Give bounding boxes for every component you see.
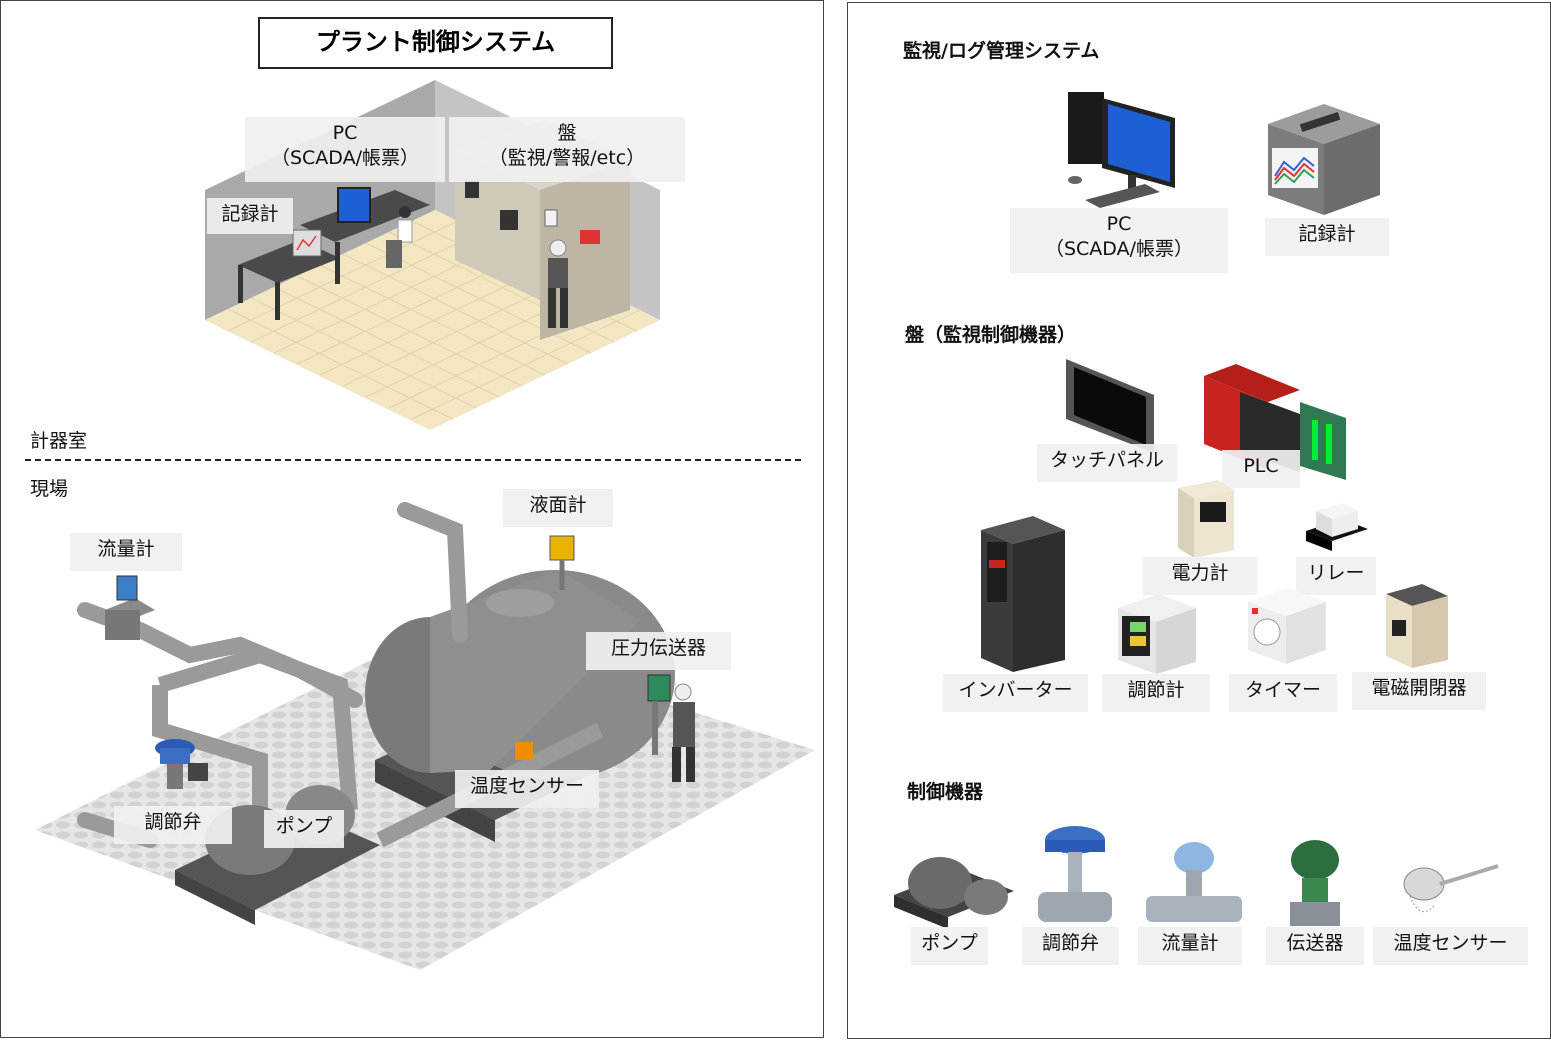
- control-section-heading: 制御機器: [907, 781, 984, 803]
- field-pump-label: ポンプ: [264, 810, 344, 848]
- panel-label-line2: （監視/警報/etc）: [488, 147, 646, 169]
- chart-recorder-icon: [1268, 104, 1380, 215]
- field-pressure-tx-label: 圧力伝送器: [586, 632, 731, 670]
- catalog-valve-label: 調節弁: [1022, 927, 1119, 965]
- control-room-recorder-label: 記録計: [207, 198, 293, 234]
- catalog-plc-label: PLC: [1222, 450, 1300, 488]
- temp-sensor-icon: [1403, 864, 1499, 913]
- catalog-pc-line1: PC: [1106, 213, 1132, 235]
- catalog-controller-label: 調節計: [1102, 674, 1210, 712]
- transmitter-icon: [1290, 840, 1340, 926]
- pc-label-line1: PC: [332, 122, 358, 144]
- catalog-touch-panel-label: タッチパネル: [1037, 444, 1177, 482]
- control-room-pc-label: PC （SCADA/帳票）: [245, 117, 445, 182]
- pump-icon: [894, 857, 1014, 929]
- panel-label-line1: 盤: [557, 122, 577, 144]
- field-flowmeter-label: 流量計: [70, 533, 182, 571]
- flowmeter-icon: [1146, 842, 1242, 922]
- control-room-panel-label: 盤 （監視/警報/etc）: [449, 117, 685, 182]
- relay-icon: [1306, 503, 1368, 551]
- control-valve-icon: [1038, 826, 1112, 922]
- inverter-icon: [981, 516, 1065, 672]
- catalog-pump-label: ポンプ: [911, 927, 988, 965]
- catalog-recorder-label: 記録計: [1265, 218, 1389, 256]
- instrument-room-label: 計器室: [30, 430, 88, 452]
- catalog-pc-label: PC （SCADA/帳票）: [1010, 208, 1228, 273]
- catalog-pc-line2: （SCADA/帳票）: [1044, 238, 1194, 260]
- pc-label-line2: （SCADA/帳票）: [270, 147, 420, 169]
- control-room-illustration: [205, 80, 660, 430]
- timer-icon: [1248, 588, 1326, 664]
- field-temp-sensor-label: 温度センサー: [455, 770, 599, 808]
- contactor-icon: [1386, 584, 1448, 668]
- area-divider: [25, 459, 805, 461]
- catalog-contactor-label: 電磁開閉器: [1352, 672, 1486, 710]
- field-level-gauge-label: 液面計: [503, 489, 613, 527]
- touch-panel-icon: [1066, 359, 1154, 453]
- catalog-timer-label: タイマー: [1229, 674, 1337, 712]
- controller-icon: [1118, 594, 1196, 674]
- power-meter-icon: [1178, 480, 1234, 558]
- catalog-transmitter-label: 伝送器: [1266, 927, 1364, 965]
- plc-icon: [1204, 364, 1346, 480]
- panel-section-heading: 盤（監視制御機器）: [905, 324, 1077, 346]
- catalog-power-meter-label: 電力計: [1143, 557, 1257, 595]
- pc-workstation-icon: [1068, 92, 1175, 208]
- field-area-label: 現場: [30, 478, 69, 500]
- catalog-temp-sensor-label: 温度センサー: [1373, 927, 1528, 965]
- plant-title: プラント制御システム: [258, 17, 613, 69]
- field-control-valve-label: 調節弁: [114, 806, 232, 844]
- catalog-relay-label: リレー: [1296, 557, 1376, 595]
- monitor-section-heading: 監視/ログ管理システム: [903, 40, 1100, 62]
- catalog-flowmeter-label: 流量計: [1138, 927, 1242, 965]
- catalog-inverter-label: インバーター: [943, 674, 1088, 712]
